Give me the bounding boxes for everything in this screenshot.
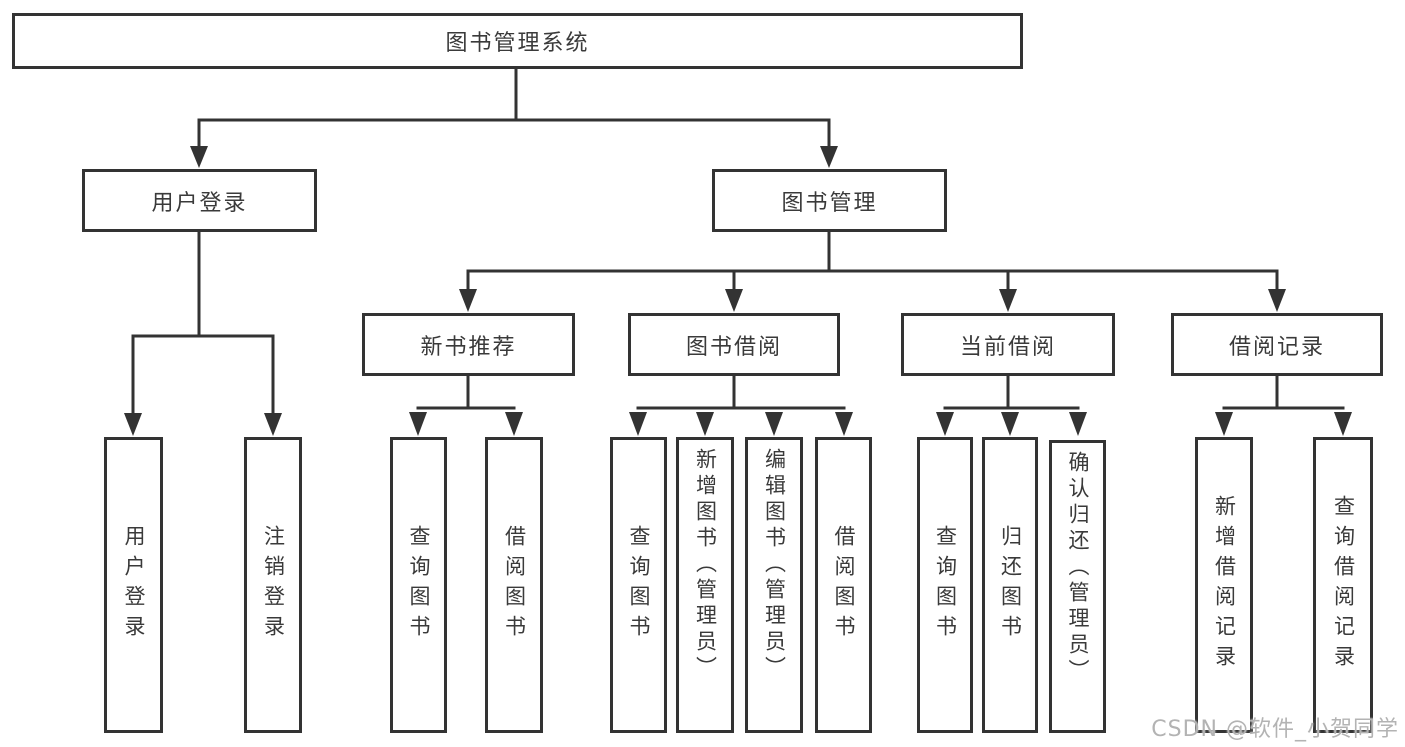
arrow-icon bbox=[1069, 412, 1087, 436]
node-logout: 注销登录 bbox=[244, 437, 302, 733]
node-label: 借阅记录 bbox=[1228, 334, 1325, 360]
node-label: 查询图书 bbox=[627, 525, 651, 645]
node-label: 借阅图书 bbox=[832, 525, 856, 645]
node-book-borrow: 图书借阅 bbox=[628, 313, 840, 376]
arrow-icon bbox=[1268, 289, 1286, 312]
arrow-icon bbox=[1334, 412, 1352, 436]
arrow-icon bbox=[264, 413, 282, 436]
node-label: 用户登录 bbox=[122, 525, 146, 645]
node-label: 编辑图书（管理员） bbox=[762, 448, 787, 682]
arrow-icon bbox=[190, 146, 208, 168]
node-borrow-records: 借阅记录 bbox=[1171, 313, 1383, 376]
arrow-icon bbox=[1001, 412, 1019, 436]
node-query-books-borrow: 查询图书 bbox=[610, 437, 667, 733]
node-current-borrow: 当前借阅 bbox=[901, 313, 1115, 376]
csdn-watermark: CSDN @软件_小贺同学 bbox=[1151, 717, 1399, 742]
node-label: 查询借阅记录 bbox=[1331, 495, 1356, 675]
node-user-login-leaf: 用户登录 bbox=[104, 437, 163, 733]
node-library-system: 图书管理系统 bbox=[12, 13, 1023, 69]
arrow-icon bbox=[459, 289, 477, 312]
node-label: 当前借阅 bbox=[959, 334, 1056, 360]
node-label: 注销登录 bbox=[261, 525, 286, 645]
node-label: 借阅图书 bbox=[502, 525, 527, 645]
node-label: 查询图书 bbox=[933, 525, 958, 645]
node-new-book-recommend: 新书推荐 bbox=[362, 313, 575, 376]
node-add-borrow-record: 新增借阅记录 bbox=[1195, 437, 1253, 733]
node-label: 查询图书 bbox=[407, 525, 431, 645]
arrow-icon bbox=[696, 412, 714, 436]
arrow-icon bbox=[765, 412, 783, 436]
node-label: 图书管理系统 bbox=[445, 31, 590, 56]
arrow-icon bbox=[835, 412, 853, 436]
arrow-icon bbox=[820, 146, 838, 168]
node-query-books-current: 查询图书 bbox=[917, 437, 973, 733]
node-label: 新增图书（管理员） bbox=[693, 448, 718, 682]
arrow-icon bbox=[1215, 412, 1233, 436]
arrow-icon bbox=[999, 289, 1017, 312]
node-user-login: 用户登录 bbox=[82, 169, 317, 232]
arrow-icon bbox=[725, 289, 743, 312]
arrow-icon bbox=[409, 412, 427, 436]
node-query-borrow-record: 查询借阅记录 bbox=[1313, 437, 1373, 733]
node-return-book: 归还图书 bbox=[982, 437, 1038, 733]
node-borrow-books-leaf: 借阅图书 bbox=[815, 437, 872, 733]
node-label: 图书借阅 bbox=[685, 334, 782, 360]
node-label: 用户登录 bbox=[151, 190, 248, 216]
node-edit-book-admin: 编辑图书（管理员） bbox=[745, 437, 803, 733]
node-label: 图书管理 bbox=[781, 190, 878, 216]
node-label: 新书推荐 bbox=[420, 334, 517, 360]
arrow-icon bbox=[936, 412, 954, 436]
node-query-books-recommend: 查询图书 bbox=[390, 437, 447, 733]
arrow-icon bbox=[505, 412, 523, 436]
node-label: 新增借阅记录 bbox=[1212, 495, 1237, 675]
node-book-management: 图书管理 bbox=[712, 169, 947, 232]
node-label: 确认归还（管理员） bbox=[1066, 451, 1090, 685]
node-borrow-books-recommend: 借阅图书 bbox=[485, 437, 543, 733]
arrow-icon bbox=[629, 412, 647, 436]
node-add-book-admin: 新增图书（管理员） bbox=[676, 437, 734, 733]
arrow-icon bbox=[124, 413, 142, 436]
node-confirm-return-admin: 确认归还（管理员） bbox=[1049, 440, 1106, 733]
node-label: 归还图书 bbox=[998, 525, 1023, 645]
